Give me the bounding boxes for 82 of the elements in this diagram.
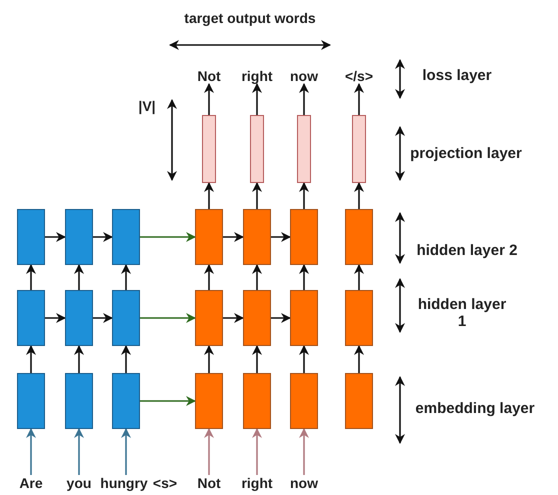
arrow — [140, 232, 196, 242]
encoder-cell — [112, 373, 140, 429]
arrow — [45, 232, 66, 242]
layer-label: loss layer — [421, 67, 493, 84]
arrow — [140, 396, 196, 406]
arrow — [299, 182, 309, 209]
word-label: now — [288, 475, 320, 491]
arrow — [299, 264, 309, 290]
arrow — [204, 264, 214, 290]
word-label: right — [239, 68, 275, 84]
arrow — [354, 345, 364, 373]
arrow — [299, 345, 309, 373]
arrow — [26, 345, 36, 373]
encoder-cell — [65, 373, 93, 429]
encoder-cell — [65, 290, 93, 346]
encoder-cell — [112, 209, 140, 265]
projection-cell — [297, 115, 311, 183]
decoder-cell — [345, 373, 373, 429]
arrow — [271, 232, 291, 242]
word-label: Are — [16, 475, 46, 491]
layer-label: hidden layer 1 — [416, 296, 508, 330]
decoder-cell — [195, 290, 223, 346]
decoder-cell — [290, 209, 318, 265]
arrow — [354, 264, 364, 290]
arrow — [26, 428, 36, 475]
decoder-cell — [290, 373, 318, 429]
word-label: Not — [194, 68, 224, 84]
word-label: </s> — [342, 68, 376, 84]
arrow — [204, 83, 214, 115]
word-label: now — [288, 68, 320, 84]
projection-cell — [202, 115, 216, 183]
arrow — [93, 232, 113, 242]
arrow — [74, 428, 84, 475]
layer-label: hidden layer 2 — [416, 242, 518, 259]
arrow — [121, 345, 131, 373]
arrow — [299, 83, 309, 115]
arrow — [93, 313, 113, 323]
encoder-cell — [65, 209, 93, 265]
decoder-cell — [243, 209, 271, 265]
arrow — [299, 428, 309, 475]
arrow — [74, 264, 84, 290]
encoder-cell — [112, 290, 140, 346]
projection-cell — [352, 115, 366, 183]
encoder-cell — [17, 290, 45, 346]
arrow — [354, 83, 364, 115]
axis-label: target output words — [183, 10, 317, 27]
arrow — [252, 264, 262, 290]
arrow — [223, 313, 244, 323]
decoder-cell — [243, 290, 271, 346]
arrow — [204, 182, 214, 209]
decoder-cell — [243, 373, 271, 429]
word-label: you — [64, 475, 94, 491]
decoder-cell — [195, 209, 223, 265]
dimension-label: |V| — [137, 98, 157, 115]
arrow — [121, 264, 131, 290]
arrow — [252, 345, 262, 373]
arrow — [26, 264, 36, 290]
arrow — [140, 313, 196, 323]
word-label: hungry — [100, 475, 148, 491]
layer-label: embedding layer — [414, 400, 536, 417]
decoder-cell — [195, 373, 223, 429]
encoder-cell — [17, 373, 45, 429]
word-label: right — [239, 475, 275, 491]
decoder-cell — [345, 209, 373, 265]
arrow — [121, 428, 131, 475]
arrow — [252, 83, 262, 115]
decoder-cell — [290, 290, 318, 346]
word-label: Not — [194, 475, 224, 491]
layer-label: projection layer — [409, 145, 523, 162]
word-label: <s> — [152, 475, 178, 492]
arrow — [252, 182, 262, 209]
arrow — [204, 345, 214, 373]
decoder-cell — [345, 290, 373, 346]
arrow — [271, 313, 291, 323]
arrow — [204, 428, 214, 475]
arrow — [252, 428, 262, 475]
arrow — [45, 313, 66, 323]
arrow — [223, 232, 244, 242]
encoder-cell — [17, 209, 45, 265]
projection-cell — [250, 115, 264, 183]
arrow — [354, 182, 364, 209]
arrow — [74, 345, 84, 373]
